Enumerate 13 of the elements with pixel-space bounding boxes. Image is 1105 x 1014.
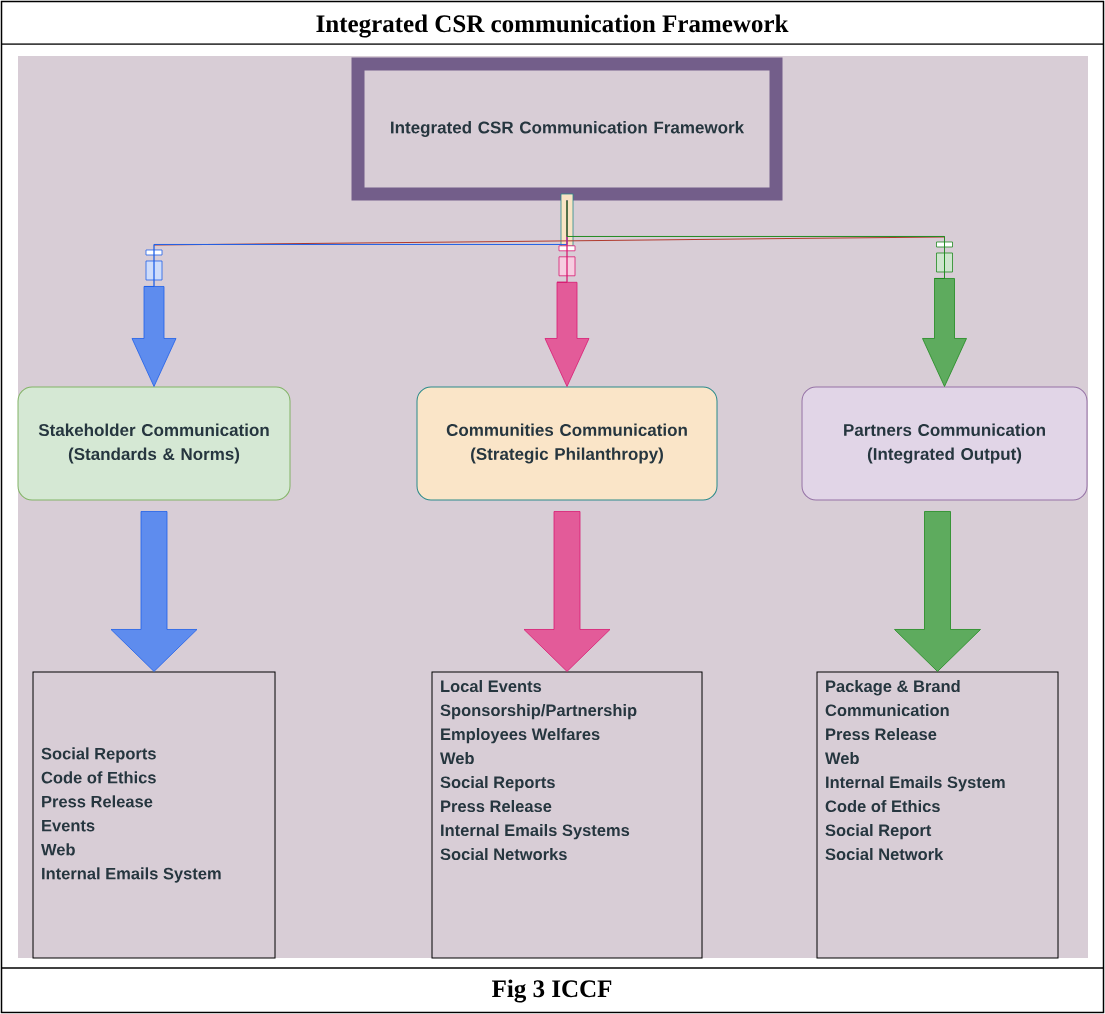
title: Integrated CSR communication Framework: [316, 14, 789, 38]
channel-list-box: Social Reports Code of Ethics Press Release Events Web Internal Emails System: [32, 671, 276, 959]
block-arrow: [523, 511, 611, 672]
category-box: Communities Communication (Strategic Philanthropy): [416, 386, 718, 501]
caption: Fig 3 ICCF: [492, 979, 612, 1003]
category-box: Stakeholder Communication (Standards & Norms): [17, 386, 291, 501]
channel-list-box: Package & Brand Communication Press Release Web Internal Emails System Code of Ethics Social Report Social Network: [816, 671, 1059, 959]
category-box: Partners Communication (Integrated Output): [801, 386, 1088, 501]
block-arrow: [110, 511, 198, 672]
title-plaque: Integrated CSR Communication Framework: [351, 57, 783, 201]
channel-list-box: Local Events Sponsorship/Partnership Employees Welfares Web Social Reports Press Release Internal Emails Systems Social Networks: [431, 671, 703, 959]
block-arrow: [566, 200, 967, 387]
block-arrow: [894, 511, 981, 672]
